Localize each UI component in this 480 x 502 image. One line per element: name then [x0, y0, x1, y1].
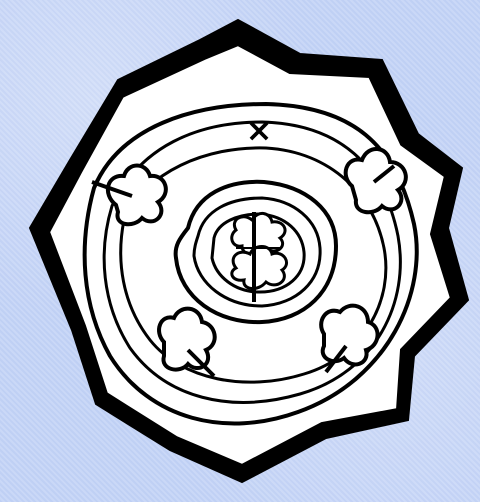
ovary: [176, 182, 336, 322]
cross-marker: ×: [242, 111, 276, 149]
